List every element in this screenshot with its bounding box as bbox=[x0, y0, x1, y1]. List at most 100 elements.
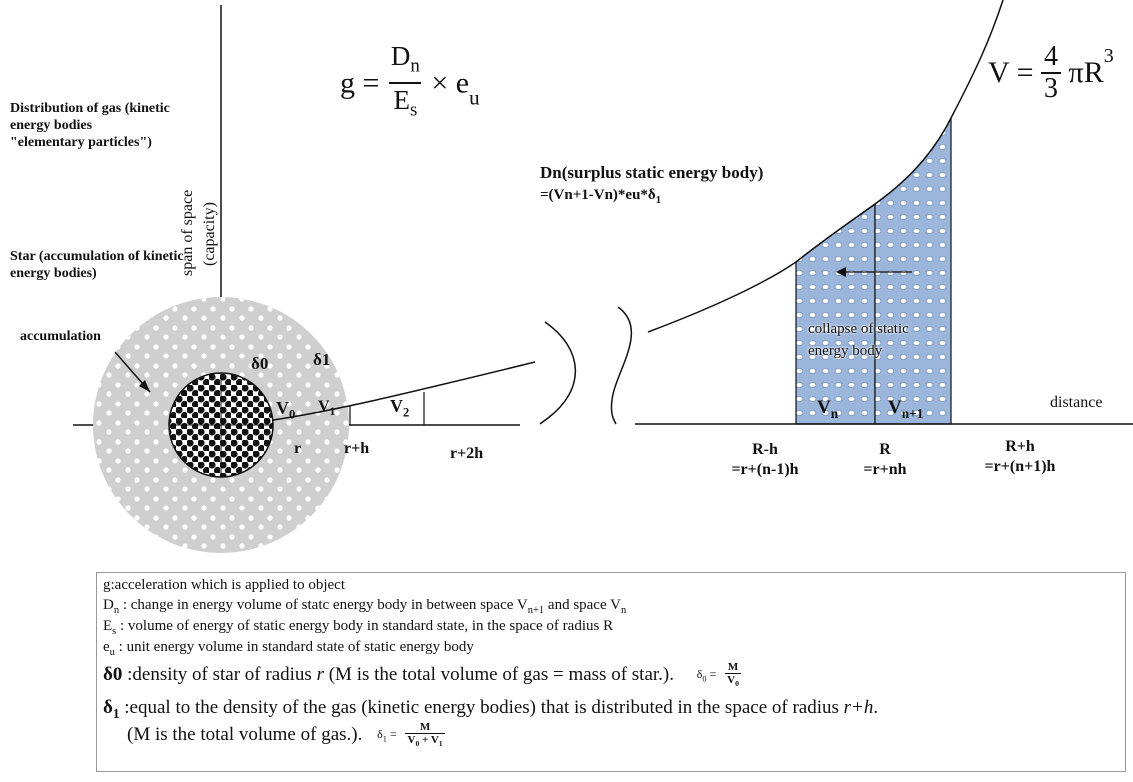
label-delta0: δ0 bbox=[251, 354, 269, 373]
legend-delta0-frac-lhs-sub: 0 bbox=[702, 674, 707, 684]
legend-delta1: δ1 :equal to the density of the gas (kin… bbox=[103, 697, 878, 722]
tick-r-plus-2h: r+2h bbox=[450, 445, 484, 462]
tick-R-line1: R bbox=[879, 441, 891, 458]
tick-R-minus-h-line1: R-h bbox=[752, 441, 778, 458]
label-delta1: δ1 bbox=[313, 350, 331, 369]
tick-R-plus-h: R+h =r+(n+1)h bbox=[965, 437, 1075, 477]
legend-g-text: :acceleration which is applied to object bbox=[110, 577, 346, 593]
formula-g-tail-sub: u bbox=[469, 85, 480, 110]
legend-delta0-text: :density of star of radius bbox=[122, 663, 317, 685]
dn-definition-line2: =(Vn+1-Vn)*eu*δ1 bbox=[540, 187, 661, 206]
dn-definition-line2-sub: 1 bbox=[655, 195, 661, 206]
legend-delta0-frac-den: V bbox=[727, 674, 736, 686]
legend-g: g:acceleration which is applied to objec… bbox=[103, 577, 345, 594]
label-vn1-main: V bbox=[888, 397, 902, 418]
formula-g-num-sub: n bbox=[410, 55, 420, 77]
tick-r-plus-h: r+h bbox=[344, 440, 370, 457]
legend-delta1-line2-text: (M is the total volume of gas.). bbox=[127, 723, 363, 745]
legend-delta0-frac-den-sub: 0 bbox=[735, 679, 739, 689]
legend-eu-symbol-sub: u bbox=[109, 647, 115, 658]
break-mark-2 bbox=[610, 306, 633, 425]
formula-v-lhs: V = bbox=[988, 56, 1034, 89]
legend-delta1-text: :equal to the density of the gas (kineti… bbox=[119, 697, 844, 718]
legend-delta0-frac-num: M bbox=[727, 661, 739, 673]
label-v2: V2 bbox=[390, 396, 409, 421]
legend-dn-symbol-sub: n bbox=[113, 605, 120, 616]
label-v2-sub: 2 bbox=[403, 405, 410, 420]
formula-v-num: 4 bbox=[1044, 41, 1059, 72]
legend-delta0-frac-lhs: δ bbox=[696, 667, 703, 682]
formula-g-lhs: g = bbox=[340, 66, 380, 100]
formula-g-num: D bbox=[390, 41, 411, 71]
legend-es-symbol: E bbox=[103, 618, 113, 634]
label-vn-main: V bbox=[817, 397, 831, 418]
legend-delta1-frac-den: V bbox=[407, 734, 416, 746]
legend-es-symbol-sub: s bbox=[112, 626, 117, 637]
label-v1-sub: 1 bbox=[329, 406, 336, 419]
legend-delta1-fraction: M V0 + V1 bbox=[405, 721, 445, 750]
legend-delta1-frac-den-mid: + V bbox=[419, 734, 439, 746]
legend-delta0-rest: (M is the total volume of gas = mass of … bbox=[323, 663, 674, 685]
legend-delta1-line2: (M is the total volume of gas.). δ1 = M … bbox=[127, 721, 445, 750]
tick-R-plus-h-line2: =r+(n+1)h bbox=[984, 458, 1056, 475]
formula-v-den: 3 bbox=[1041, 72, 1062, 104]
legend-delta1-frac-den-sub: 0 bbox=[415, 739, 420, 749]
region-vn bbox=[795, 202, 876, 425]
legend-delta0-fraction: M V0 bbox=[725, 661, 741, 690]
legend-delta1-frac-den-sub2: 1 bbox=[438, 739, 443, 749]
legend-g-symbol: g bbox=[103, 577, 111, 593]
label-vn1: Vn+1 bbox=[888, 397, 923, 422]
label-v1: V1 bbox=[318, 398, 335, 418]
dn-definition-line1: Dn(surplus static energy body) bbox=[540, 163, 764, 182]
collapse-label: collapse of static energy body bbox=[808, 318, 909, 362]
formula-g-tail: × e bbox=[431, 66, 470, 100]
formula-g-den-sub: s bbox=[409, 99, 418, 121]
formula-v-exp: 3 bbox=[1103, 44, 1114, 67]
legend-delta1-end: . bbox=[873, 697, 879, 718]
legend-delta0-italic: r bbox=[316, 663, 324, 685]
legend-dn-symbol: D bbox=[103, 597, 114, 613]
legend-delta1-symbol-sub: 1 bbox=[112, 705, 120, 721]
label-vn: Vn bbox=[817, 397, 838, 422]
label-accumulation: accumulation bbox=[20, 329, 101, 344]
label-star: Star (accumulation of kinetic energy bod… bbox=[10, 249, 184, 281]
distance-label: distance bbox=[1050, 394, 1103, 411]
label-v2-main: V bbox=[390, 396, 403, 416]
legend-delta0: δ0 :density of star of radius r (M is th… bbox=[103, 661, 741, 690]
legend-box: g:acceleration which is applied to objec… bbox=[96, 572, 1126, 772]
legend-delta1-frac-lhs: δ bbox=[377, 727, 383, 742]
label-v0: V0 bbox=[276, 398, 295, 423]
tick-r: r bbox=[294, 440, 302, 457]
formula-v-tail: πR bbox=[1068, 56, 1104, 89]
formula-v: V = 4 3 πR3 bbox=[988, 42, 1114, 104]
collapse-label-line1: collapse of static bbox=[808, 321, 909, 337]
tick-R-line2: =r+nh bbox=[863, 461, 907, 478]
legend-es: Es : volume of energy of static energy b… bbox=[103, 618, 613, 637]
label-vn-sub: n bbox=[830, 405, 839, 421]
y-axis-label: span of space (capacity) bbox=[168, 30, 228, 276]
legend-es-text: : volume of energy of static energy body… bbox=[116, 618, 614, 634]
label-vn1-sub: n+1 bbox=[901, 405, 924, 421]
label-v1-main: V bbox=[318, 398, 330, 415]
legend-delta1-frac-num: M bbox=[419, 721, 431, 733]
dn-definition-line2-main: =(Vn+1-Vn)*eu*δ bbox=[540, 187, 656, 203]
legend-dn-sub2: n bbox=[620, 605, 627, 616]
legend-dn-mid: and space V bbox=[544, 597, 621, 613]
collapse-label-line2: energy body bbox=[808, 343, 883, 359]
label-gas-distribution: Distribution of gas (kinetic energy bodi… bbox=[10, 101, 170, 150]
break-mark-1 bbox=[539, 321, 577, 425]
legend-eu-text: : unit energy volume in standard state o… bbox=[114, 639, 474, 655]
tick-R: R =r+nh bbox=[845, 440, 925, 480]
region-vn1 bbox=[874, 117, 952, 425]
legend-delta1-italic: r+h bbox=[843, 697, 874, 718]
legend-eu-symbol: e bbox=[103, 639, 110, 655]
tick-R-minus-h-line2: =r+(n-1)h bbox=[731, 461, 799, 478]
formula-g-den: E bbox=[393, 85, 410, 116]
legend-delta1-frac-lhs-sub: 1 bbox=[382, 734, 387, 744]
legend-delta1-symbol: δ bbox=[103, 697, 113, 718]
tick-R-plus-h-line1: R+h bbox=[1005, 438, 1035, 455]
legend-dn-sub1: n+1 bbox=[527, 605, 545, 616]
legend-dn: Dn : change in energy volume of statc en… bbox=[103, 597, 626, 616]
legend-delta0-symbol: δ0 bbox=[103, 663, 123, 685]
